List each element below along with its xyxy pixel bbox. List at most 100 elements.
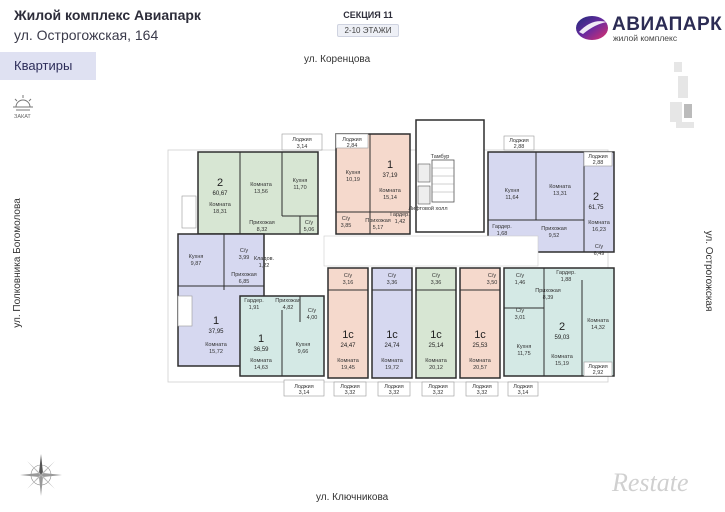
room-area: 3,01 bbox=[515, 315, 526, 321]
loggia-label: Лоджия bbox=[342, 137, 362, 143]
apartment-1-3719[interactable] bbox=[335, 133, 411, 235]
loggia-label: Лоджия bbox=[294, 384, 314, 390]
loggia-a2 bbox=[335, 133, 369, 149]
room-area: 3,50 bbox=[487, 280, 498, 286]
loggia-area: 3,32 bbox=[433, 390, 444, 396]
apt-rooms: 2 bbox=[559, 321, 565, 333]
room-label: Комната bbox=[250, 182, 272, 188]
apt-rooms: 1 bbox=[387, 159, 393, 171]
room-label: Комната bbox=[425, 358, 447, 364]
room-area: 11,64 bbox=[505, 195, 518, 201]
loggia-area: 3,14 bbox=[297, 144, 308, 150]
loggia-a1-side bbox=[181, 195, 197, 229]
loggia-a7 bbox=[377, 381, 411, 397]
loggia-a5 bbox=[283, 379, 325, 397]
logo-subtitle: жилой комплекс bbox=[613, 33, 678, 43]
loggia-label: Лоджия bbox=[588, 364, 608, 370]
apt-area: 61,75 bbox=[588, 205, 604, 211]
room-area: 14,63 bbox=[254, 365, 268, 371]
room-label: Комната bbox=[549, 184, 571, 190]
apt-rooms: 1с bbox=[342, 329, 354, 341]
apartment-2-5903[interactable] bbox=[503, 267, 615, 377]
room-label: Комната bbox=[209, 202, 231, 208]
apt-rooms: 1с bbox=[386, 329, 398, 341]
apt-rooms: 2 bbox=[217, 177, 223, 189]
room-label: Прихожая bbox=[365, 218, 391, 224]
loggia-label: Лоджия bbox=[513, 384, 533, 390]
room-area: 3,99 bbox=[239, 255, 250, 261]
apartment-2-6175[interactable] bbox=[487, 151, 615, 253]
loggia-a10a bbox=[507, 381, 539, 397]
apt-rooms: 2 bbox=[593, 191, 599, 203]
apt-area: 59,03 bbox=[554, 335, 570, 341]
room-label: Кладов. bbox=[254, 256, 275, 262]
room-label: С/у bbox=[240, 248, 249, 254]
street-right: ул. Острогожская bbox=[701, 211, 719, 331]
room-label: С/у bbox=[516, 308, 525, 314]
compass-rose-icon bbox=[18, 452, 64, 498]
room-label: Комната bbox=[587, 318, 609, 324]
room-area: 3,85 bbox=[341, 223, 352, 229]
loggia-label: Лоджия bbox=[384, 384, 404, 390]
room-area: 1,91 bbox=[249, 305, 260, 311]
loggia-a1 bbox=[281, 133, 323, 151]
apartment-1c-2514[interactable] bbox=[415, 267, 457, 379]
loggia-a10b bbox=[583, 361, 613, 377]
apartment-1c-2474[interactable] bbox=[371, 267, 413, 379]
room-area: 1,88 bbox=[561, 277, 572, 283]
room-label: С/у bbox=[488, 273, 497, 279]
street-bottom: ул. Ключникова bbox=[312, 487, 393, 505]
loggia-label: Лоджия bbox=[472, 384, 492, 390]
room-area: 14,32 bbox=[591, 325, 605, 331]
loggia-label: Лоджия bbox=[588, 154, 608, 160]
loggia-area: 3,14 bbox=[299, 390, 310, 396]
apt-area: 37,95 bbox=[208, 329, 224, 335]
room-area: 6,85 bbox=[239, 279, 250, 285]
logo-name: АВИАПАРК bbox=[612, 14, 723, 35]
sunset-label: ЗАКАТ bbox=[14, 114, 31, 120]
room-label: Прихожая bbox=[275, 298, 301, 304]
project-title: Жилой комплекс Авиапарк bbox=[14, 7, 201, 23]
room-area: 3,36 bbox=[431, 280, 442, 286]
apt-rooms: 1с bbox=[430, 329, 442, 341]
watermark: Restate bbox=[612, 468, 689, 497]
apartment-1-3659[interactable] bbox=[239, 295, 325, 377]
loggia-area: 3,32 bbox=[477, 390, 488, 396]
room-area: 15,72 bbox=[209, 349, 223, 355]
apartment-2-6067[interactable] bbox=[197, 151, 319, 235]
street-bottom-label: ул. Ключникова bbox=[312, 492, 393, 503]
room-label: Комната bbox=[469, 358, 491, 364]
room-area: 13,31 bbox=[553, 191, 567, 197]
room-label: С/у bbox=[342, 216, 351, 222]
street-left: ул. Полковника Богомолова bbox=[7, 193, 25, 333]
room-area: 6,49 bbox=[594, 251, 605, 257]
room-area: 4,00 bbox=[307, 315, 318, 321]
room-area: 10,19 bbox=[346, 177, 360, 183]
room-label: Прихожая bbox=[231, 272, 257, 278]
room-label: Гардер. bbox=[244, 298, 264, 304]
apt-area: 37,19 bbox=[382, 173, 398, 179]
loggia-area: 3,32 bbox=[345, 390, 356, 396]
apt-area: 24,47 bbox=[340, 343, 356, 349]
room-label: Кухня bbox=[517, 344, 532, 350]
sunset-icon bbox=[12, 93, 34, 113]
room-area: 20,12 bbox=[429, 365, 443, 371]
room-area: 11,75 bbox=[517, 351, 530, 357]
tab-apartments[interactable]: Квартиры bbox=[0, 52, 96, 80]
loggia-area: 2,84 bbox=[347, 143, 358, 149]
room-label: С/у bbox=[305, 220, 314, 226]
street-right-label: ул. Острогожская bbox=[703, 230, 714, 312]
lift-hall-label: Лифтовой холл bbox=[408, 205, 447, 212]
room-area: 1,68 bbox=[497, 231, 508, 237]
apartment-1c-2447[interactable] bbox=[327, 267, 369, 379]
apartment-1c-2553[interactable] bbox=[459, 267, 501, 379]
room-label: Прихожая bbox=[535, 288, 561, 294]
loggia-a3b bbox=[583, 151, 613, 167]
loggia-a9 bbox=[465, 381, 499, 397]
tambur-label: Тамбур bbox=[431, 154, 450, 160]
room-label: Прихожая bbox=[249, 220, 275, 226]
apt-area: 25,14 bbox=[428, 343, 444, 349]
room-label: Кухня bbox=[293, 178, 308, 184]
loggia-a4 bbox=[177, 295, 193, 327]
room-area: 13,56 bbox=[254, 189, 268, 195]
